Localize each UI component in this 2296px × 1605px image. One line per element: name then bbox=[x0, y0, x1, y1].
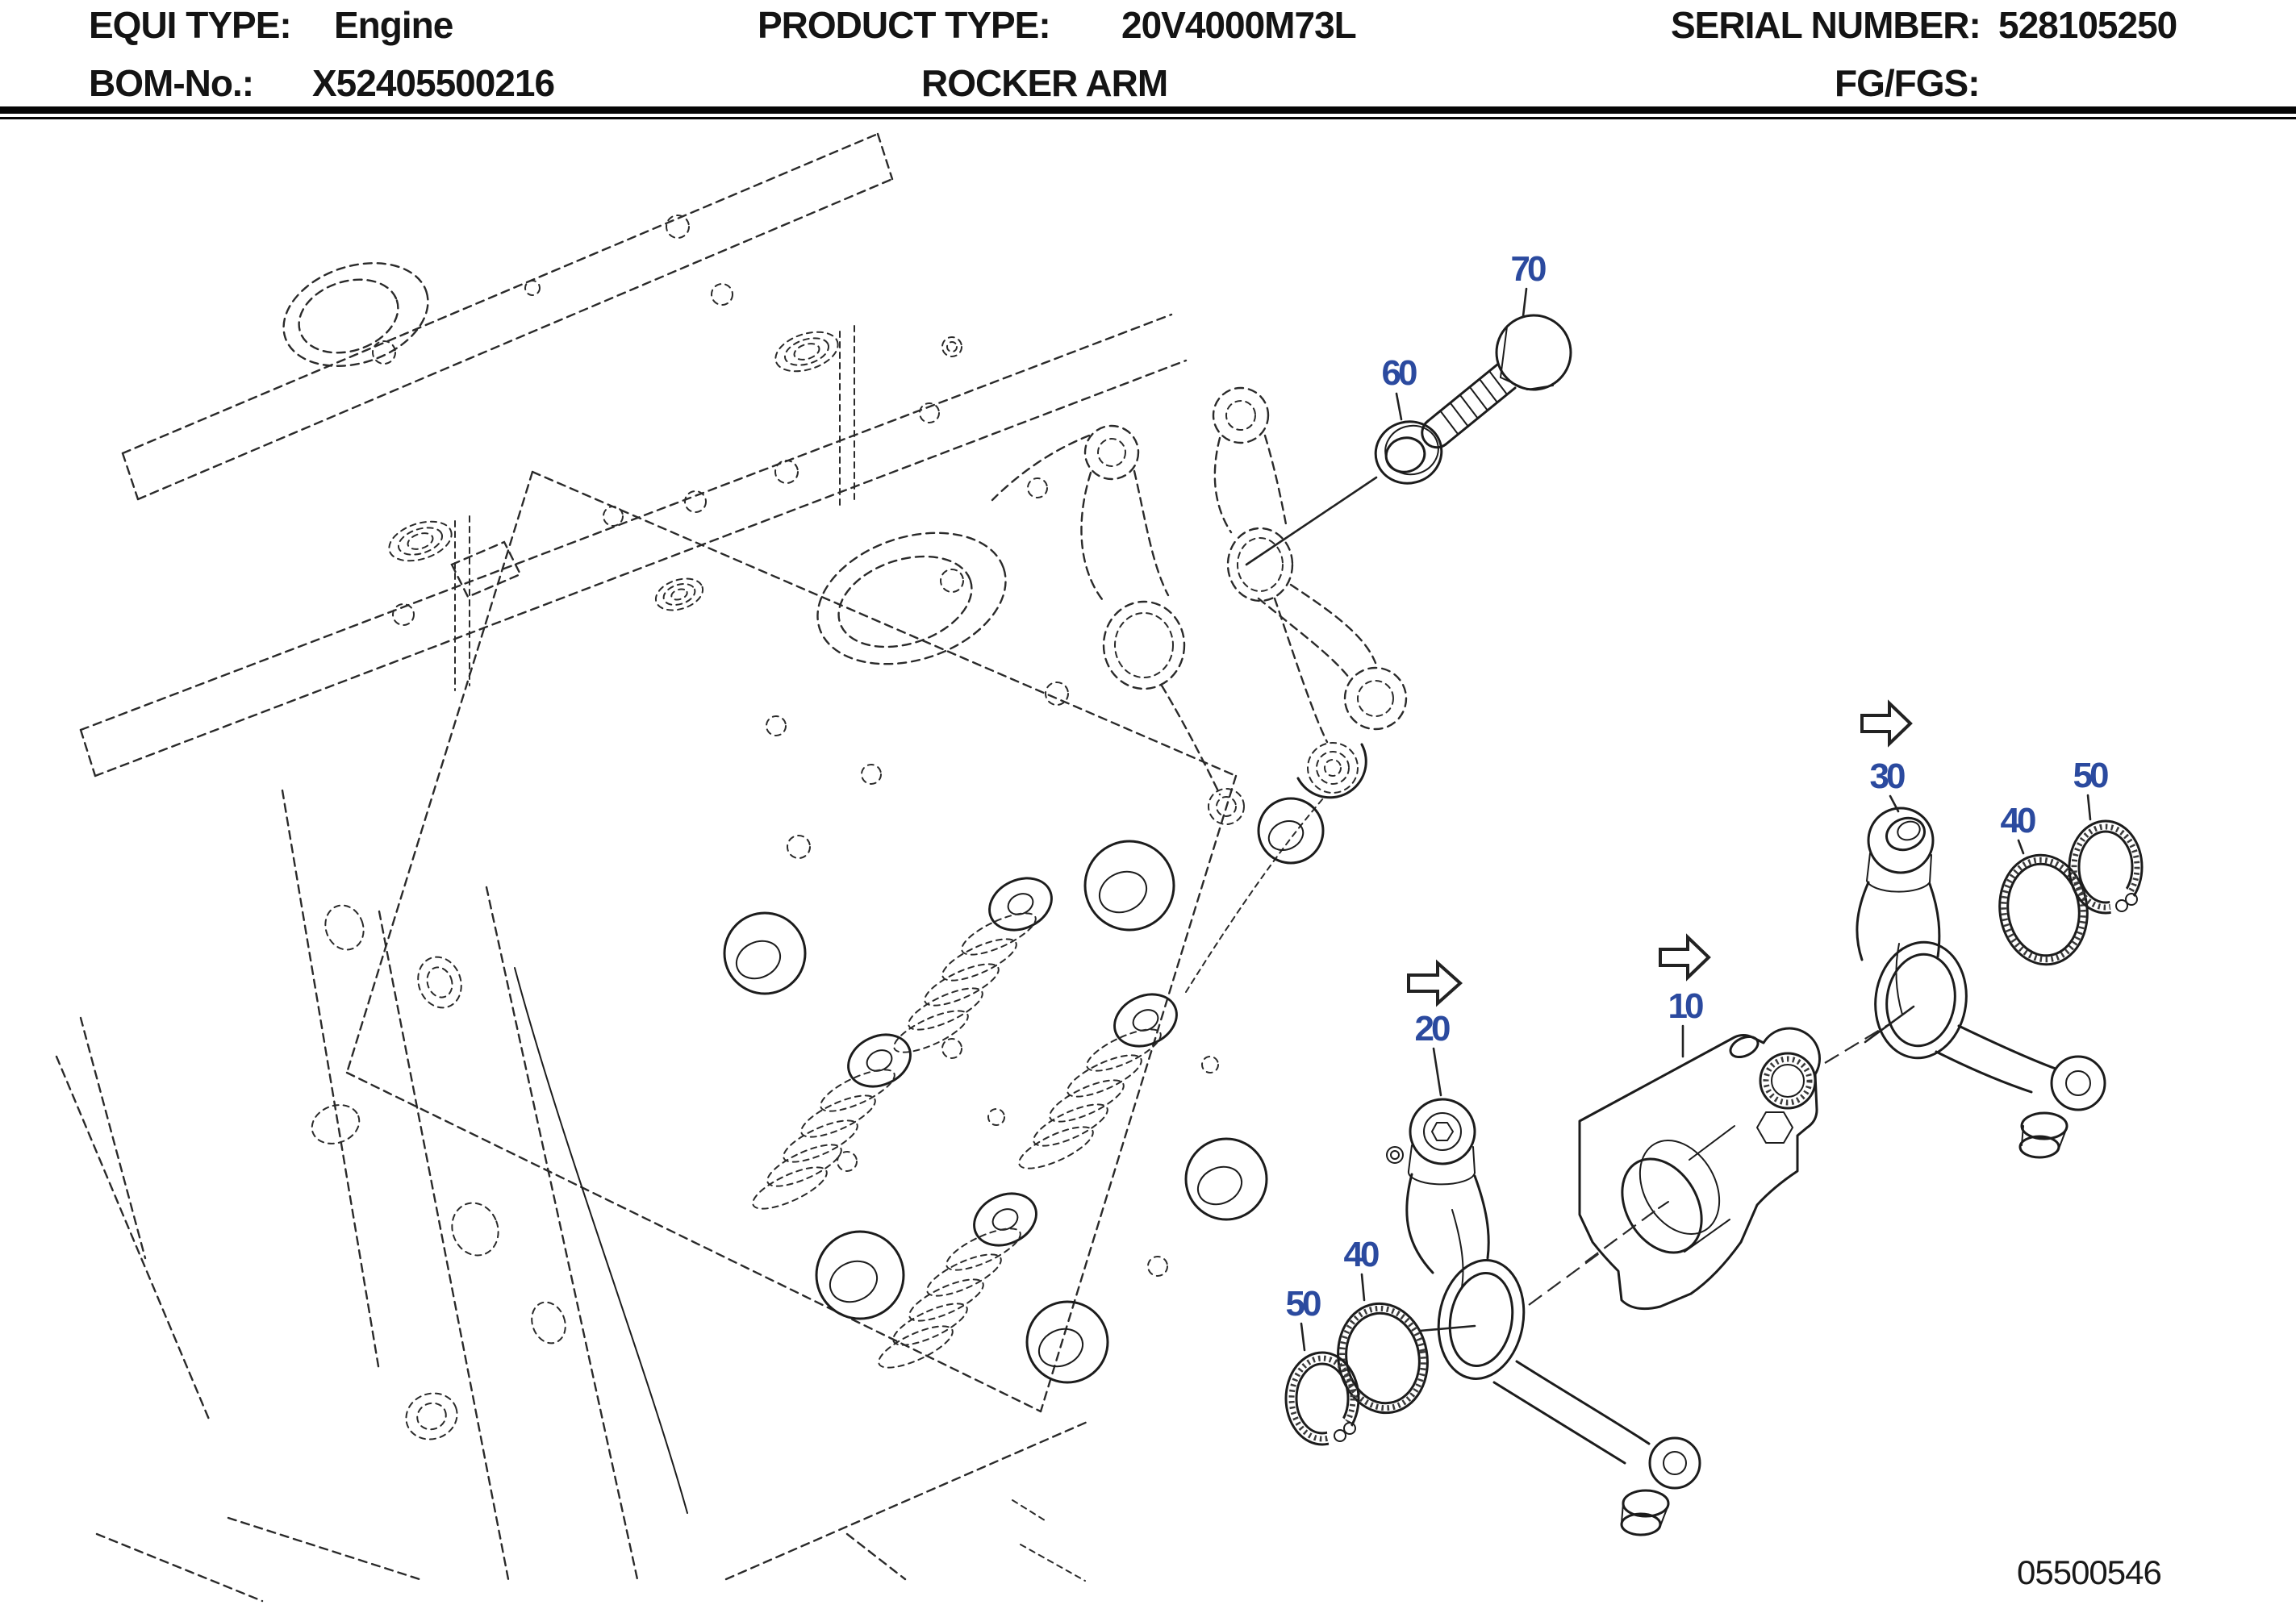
callout-50-right[interactable]: 50 bbox=[2073, 756, 2111, 795]
product-type-value: 20V4000M73L bbox=[1121, 4, 1357, 46]
fg-fgs-label: FG/FGS: bbox=[1835, 62, 1981, 104]
washer-part-60 bbox=[1374, 420, 1443, 485]
hex-bolt-part-70 bbox=[1421, 314, 1572, 449]
callout-70[interactable]: 70 bbox=[1511, 249, 1549, 289]
bom-no-value: X52405500216 bbox=[312, 62, 555, 104]
thrust-ring-part-40-left bbox=[1337, 1302, 1429, 1415]
direction-arrow-icon-30 bbox=[1860, 699, 1913, 748]
callout-40-left[interactable]: 40 bbox=[1344, 1235, 1382, 1274]
callout-leader-lines bbox=[1245, 287, 2092, 1352]
product-type-label: PRODUCT TYPE: bbox=[758, 4, 1051, 46]
callout-20[interactable]: 20 bbox=[1415, 1009, 1453, 1048]
sheet-title: ROCKER ARM bbox=[921, 62, 1168, 104]
header-rule-thin bbox=[0, 117, 2296, 119]
rocker-arm-carrier-part-10 bbox=[1578, 1027, 1821, 1311]
callout-40-right[interactable]: 40 bbox=[2001, 801, 2039, 840]
callout-labels: 70 60 30 50 40 20 10 40 50 bbox=[1286, 249, 2111, 1324]
retaining-ring-part-50-right bbox=[2068, 819, 2154, 936]
callout-60[interactable]: 60 bbox=[1382, 353, 1420, 393]
direction-arrow-icon-10 bbox=[1659, 933, 1711, 982]
drawing-number: 05500546 bbox=[2017, 1553, 2161, 1591]
retaining-ring-part-50-left bbox=[1284, 1351, 1372, 1466]
serial-number-value: 528105250 bbox=[1998, 4, 2177, 46]
callout-10[interactable]: 10 bbox=[1668, 986, 1706, 1026]
rocker-arm-part-30 bbox=[1856, 807, 2106, 1159]
installed-rocker-assembly-phantom bbox=[991, 386, 1408, 825]
callout-50-left[interactable]: 50 bbox=[1286, 1284, 1324, 1324]
header-rule-thick bbox=[0, 106, 2296, 114]
direction-arrows bbox=[1407, 699, 1913, 1007]
equi-type-label: EQUI TYPE: bbox=[89, 4, 292, 46]
bom-no-label: BOM-No.: bbox=[89, 62, 254, 104]
engine-block-phantom bbox=[55, 132, 1324, 1603]
rocker-arm-part-20 bbox=[1386, 1098, 1701, 1536]
equi-type-value: Engine bbox=[334, 4, 453, 46]
callout-30[interactable]: 30 bbox=[1870, 757, 1908, 796]
direction-arrow-icon-20 bbox=[1407, 959, 1463, 1007]
assembly-axis-line bbox=[1528, 1022, 1893, 1306]
serial-number-label: SERIAL NUMBER: bbox=[1671, 4, 1981, 46]
valve-gear-cluster bbox=[723, 797, 1325, 1384]
